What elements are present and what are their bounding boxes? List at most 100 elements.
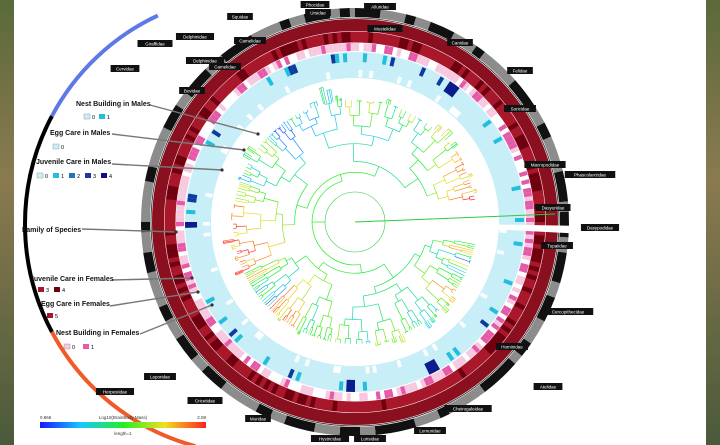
tree-internal-branch [285,148,296,160]
female-nest-cell [179,183,189,190]
female-nest-cell [452,74,461,84]
tree-internal-branch [292,313,301,326]
female-nest-cell [465,349,474,359]
tree-clade-arc [306,171,375,209]
female-nest-cell [196,135,206,143]
female-nest-cell [223,338,233,348]
female-nest-cell [395,386,403,396]
family-ring-block [339,426,361,436]
tree-leaf-branch [467,173,472,176]
tree-clade-arc [366,102,374,104]
tree-internal-branch [283,122,291,132]
female-nest-cell [176,238,186,244]
female-nest-cell [455,77,464,87]
male-juvenile-cell [389,56,396,67]
tree-leaf-branch [251,286,254,288]
female-nest-cell [458,79,468,89]
female-egg-ring [152,19,558,425]
tree-internal-branch [419,312,431,328]
family-label-text: Dasyuridae [542,206,565,211]
tree-internal-branch [319,327,323,336]
tree-clade-arc [323,261,385,274]
female-nest-cell [490,113,500,122]
tree-leaf-branch [424,322,430,329]
tree-leaf-branch [319,336,322,339]
tree-internal-branch [394,303,403,320]
tree-internal-branch [262,285,276,297]
tree-leaf-branch [271,297,285,312]
family-ring-block [175,334,199,360]
tree-internal-branch [360,126,363,135]
female-nest-cell [264,65,272,75]
tree-leaf-branch [246,268,266,280]
tree-leaf-branch [449,299,454,303]
male-nest-gap [448,105,456,114]
tree-internal-branch [453,183,465,188]
female-nest-cell [403,50,411,60]
family-ring-block [479,51,516,87]
tree-leaf-branch [423,123,428,128]
tree-leaf-branch [319,88,324,105]
leader-end-dot [174,230,178,234]
female-nest-cell [471,344,481,354]
tree-clade-arc [247,249,250,255]
tree-internal-branch [299,124,304,131]
tree-leaf-branch [468,175,473,178]
tree-internal-branch [443,257,450,261]
family-label-text: Hominidae [501,345,523,350]
tree-clade-arc [267,242,272,256]
legend-title: Egg Care in Females [41,301,110,308]
tree-clade-arc [400,317,406,321]
tree-internal-branch [250,186,260,190]
female-nest-cell [178,250,188,257]
female-juvenile-cell [530,181,542,188]
legend-leader-lines [81,104,260,335]
tree-clade-arc [384,340,390,343]
family-label-text: Cercopithecidae [552,310,585,315]
tree-clade-arc [328,143,373,149]
family-label-text: Soricidae [511,107,530,112]
female-nest-cell [434,63,442,73]
tree-internal-branch [328,89,333,103]
family-label-text: Giraffidae [145,42,165,47]
tree-internal-branch [447,280,454,285]
female-nest-cell [434,371,442,381]
female-nest-cell [480,100,489,109]
family-label-box [245,415,271,422]
family-ring-block [374,418,417,436]
tree-clade-arc [244,193,247,197]
tree-internal-branch [429,265,439,271]
tree-clade-arc [407,309,412,313]
family-label-text: Muridae [250,417,267,422]
tree-leaf-branch [234,269,243,274]
tree-clade-arc [275,201,279,221]
female-nest-cell [215,106,225,115]
male-juvenile-cell [492,136,503,145]
female-nest-cell [495,315,505,324]
tree-internal-branch [340,98,342,107]
tree-clade-arc [273,129,277,133]
female-juvenile-cell [341,32,347,43]
tree-internal-branch [298,318,307,335]
female-nest-cell [371,43,377,53]
female-nest-cell [498,312,508,321]
family-label-box [447,39,473,46]
tree-internal-branch [360,264,362,273]
tree-leaf-branch [263,293,276,304]
family-ring-block [279,18,292,31]
tree-internal-branch [304,303,313,318]
male-nest-gap [499,229,507,234]
tree-clade-arc [417,319,420,322]
tree-leaf-branch [298,331,301,335]
female-juvenile-cell [166,248,178,254]
tree-internal-branch [404,317,410,328]
tree-leaf-branch [451,296,456,300]
tree-clade-arc [257,171,261,178]
tree-internal-branch [245,258,254,262]
male-nest-gap [205,192,213,198]
tree-clade-arc [442,240,445,245]
tree-internal-branch [438,196,449,200]
tree-leaf-branch [284,316,288,322]
female-nest-cell [407,51,415,61]
female-nest-cell [367,43,373,52]
